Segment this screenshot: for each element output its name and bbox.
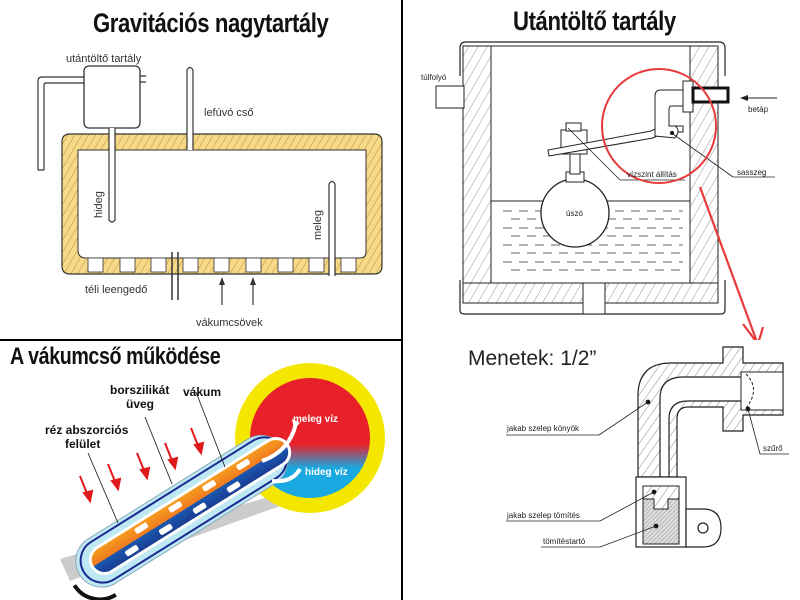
- label-cold: hideg: [93, 191, 105, 218]
- cold-flow-arrow: [271, 467, 302, 484]
- label-pin: sasszeg: [737, 168, 766, 177]
- vent-pipe: [186, 66, 194, 150]
- highlight-circle: [601, 68, 717, 184]
- label-seal: jakab szelep tömítés: [506, 511, 580, 520]
- valve-detail-panel: Menetek: 1/2”: [403, 341, 800, 600]
- horizontal-divider: [0, 339, 402, 341]
- mounting-hole: [697, 522, 709, 534]
- thread-size-title: Menetek: 1/2”: [468, 347, 597, 370]
- label-seal-holder: tömítéstartó: [543, 537, 586, 546]
- label-warm-water: meleg víz: [293, 414, 338, 425]
- vacuum-tube-title: A vákumcső működése: [10, 343, 221, 370]
- valve-detail-diagram: jakab szelep könyök szűrő jakab szelep t…: [506, 346, 789, 548]
- valve-body: [654, 89, 687, 139]
- vacuum-tube-diagram: borszilikát üveg vákum réz abszorciós fe…: [45, 363, 385, 600]
- label-warm: meleg: [312, 210, 324, 240]
- refill-tank-title: Utántöltő tartály: [513, 6, 676, 36]
- tank-lid: [459, 41, 726, 76]
- label-vacuum: vákum: [183, 385, 221, 399]
- label-borosilicate-2: üveg: [126, 397, 154, 411]
- label-vent-pipe: lefúvó cső: [204, 107, 254, 119]
- label-vacuum-tubes: vákumcsövek: [196, 317, 263, 329]
- label-cold-water: hideg víz: [305, 467, 348, 478]
- refill-tank-diagram: túlfolyó betáp vízszint állítás sasszeg …: [421, 41, 777, 340]
- tank-insulation: [61, 133, 383, 275]
- gravity-tank-diagram: utántöltő tartály lefúvó cső hideg meleg…: [37, 53, 383, 329]
- refill-tank-panel: Utántöltő tartály: [403, 0, 800, 340]
- label-copper-absorber-1: réz abszorciós: [45, 423, 129, 437]
- vacuum-tube-sockets: [87, 257, 357, 273]
- overflow-pipe: [435, 85, 465, 109]
- vacuum-tube-arrows: [219, 277, 256, 305]
- label-borosilicate-1: borszilikát: [110, 383, 169, 397]
- vacuum-tube-panel: A vákumcső működése: [0, 341, 402, 600]
- leader-level-adjust: [567, 127, 621, 181]
- gravity-tank-panel: Gravitációs nagytartály: [0, 0, 402, 340]
- refill-tank-small: [37, 65, 146, 223]
- label-winter-drain: téli leengedő: [85, 284, 147, 296]
- detail-pointer-arrow: [698, 186, 758, 340]
- label-inlet: betáp: [748, 105, 769, 114]
- vacuum-tube: [72, 434, 292, 600]
- label-overflow: túlfolyó: [421, 73, 447, 82]
- label-filter: szűrő: [763, 444, 783, 453]
- warm-pipe: [328, 180, 336, 276]
- valve-leaders: [506, 399, 789, 548]
- label-leaders: [87, 391, 226, 524]
- label-refill-tank: utántöltő tartály: [66, 53, 142, 65]
- sunlight-arrows: [79, 427, 205, 504]
- label-level-adjust: vízszint állítás: [627, 170, 677, 179]
- label-float: úszó: [566, 209, 583, 218]
- label-elbow: jakab szelep könyök: [506, 424, 580, 433]
- label-copper-absorber-2: felület: [65, 437, 100, 451]
- vertical-divider: [401, 0, 403, 600]
- leader-pin: [672, 133, 734, 178]
- gravity-tank-title: Gravitációs nagytartály: [93, 8, 329, 38]
- winter-drain-pipe: [171, 252, 179, 300]
